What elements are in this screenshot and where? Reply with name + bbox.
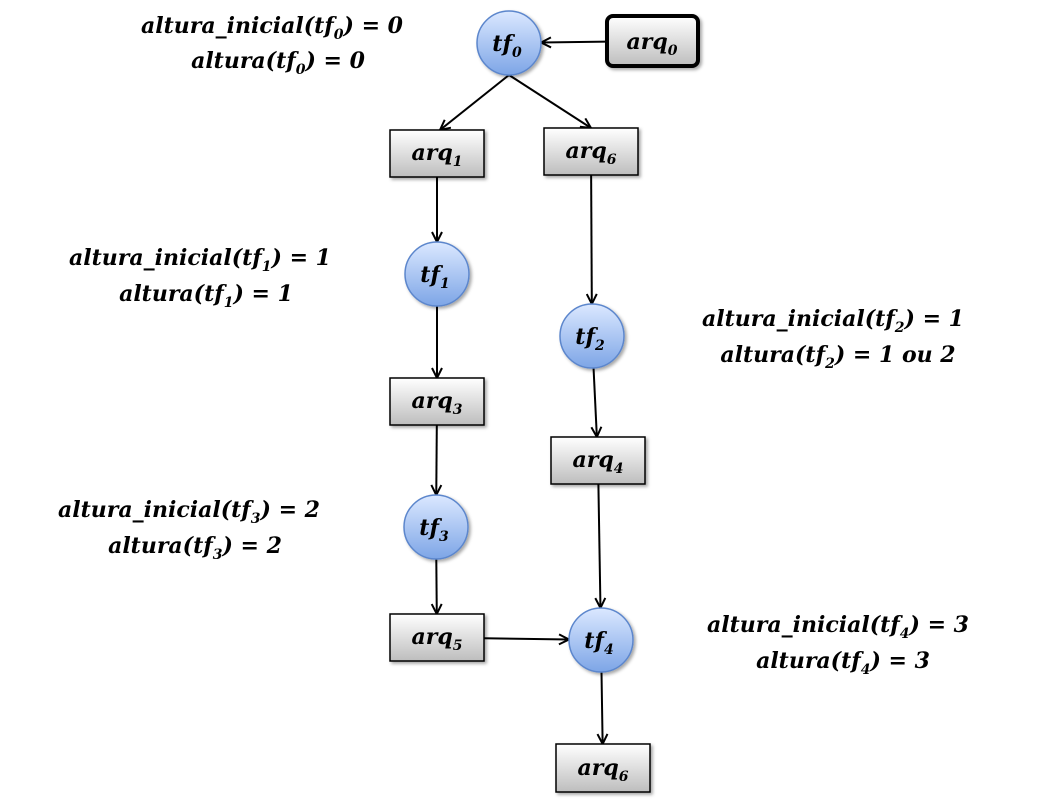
svg-text:tf2: tf2: [575, 324, 605, 354]
edge-arq5-to-tf4: [483, 638, 569, 639]
svg-text:arq6: arq6: [578, 755, 629, 785]
edge-arq6a-to-tf2: [591, 174, 592, 304]
label-tf2-line2: altura(tf2) = 1 ou 2: [720, 342, 955, 372]
edge-tf4-to-arq6b: [601, 671, 602, 744]
edges-group: [436, 42, 607, 744]
edge-tf2-to-arq4: [594, 367, 597, 437]
label-tf2: altura_inicial(tf2) = 1 altura(tf2) = 1 …: [702, 306, 964, 372]
svg-text:arq3: arq3: [412, 388, 463, 418]
task-node-tf2: tf2: [559, 303, 625, 369]
label-tf4-line1: altura_inicial(tf4) = 3: [707, 612, 969, 642]
label-tf3-line2: altura(tf3) = 2: [108, 533, 282, 563]
edge-tf0-to-arq6a: [508, 74, 591, 128]
svg-text:tf1: tf1: [420, 262, 449, 292]
svg-text:arq4: arq4: [573, 447, 624, 477]
task-node-tf0: tf0: [476, 10, 542, 76]
svg-text:arq6: arq6: [566, 138, 617, 168]
file-box-arq0: arq0: [605, 14, 700, 68]
edge-tf0-to-arq1: [440, 74, 510, 130]
file-box-arq5: arq5: [389, 613, 485, 662]
file-box-arq6-lower: arq6: [555, 743, 651, 793]
edge-arq3-to-tf3: [436, 424, 437, 495]
edge-arq0-to-tf0: [541, 42, 608, 43]
task-node-tf3: tf3: [403, 494, 469, 560]
svg-text:tf0: tf0: [492, 31, 522, 61]
svg-text:tf3: tf3: [419, 515, 449, 545]
task-node-tf1: tf1: [404, 241, 470, 307]
label-tf1-line1: altura_inicial(tf1) = 1: [69, 245, 331, 275]
label-tf4-line2: altura(tf4) = 3: [756, 648, 930, 678]
label-tf0-line1: altura_inicial(tf0) = 0: [141, 13, 404, 43]
svg-text:arq1: arq1: [412, 140, 463, 170]
label-tf1-line2: altura(tf1) = 1: [119, 281, 293, 311]
label-tf0: altura_inicial(tf0) = 0 altura(tf0) = 0: [141, 13, 404, 78]
file-box-arq3: arq3: [389, 377, 485, 426]
svg-text:arq0: arq0: [627, 29, 678, 59]
file-box-arq6-upper: arq6: [543, 127, 639, 176]
task-node-tf4: tf4: [568, 607, 634, 673]
label-tf4: altura_inicial(tf4) = 3 altura(tf4) = 3: [707, 612, 969, 678]
label-tf3: altura_inicial(tf3) = 2 altura(tf3) = 2: [58, 497, 320, 563]
file-box-arq1: arq1: [389, 129, 485, 178]
label-tf1: altura_inicial(tf1) = 1 altura(tf1) = 1: [69, 245, 331, 311]
label-tf2-line1: altura_inicial(tf2) = 1: [702, 306, 964, 336]
file-box-arq4: arq4: [550, 436, 646, 485]
label-tf3-line1: altura_inicial(tf3) = 2: [58, 497, 320, 527]
svg-text:arq5: arq5: [412, 624, 463, 654]
edge-arq4-to-tf4: [598, 483, 600, 608]
label-tf0-line2: altura(tf0) = 0: [191, 48, 366, 78]
svg-text:tf4: tf4: [584, 628, 613, 658]
